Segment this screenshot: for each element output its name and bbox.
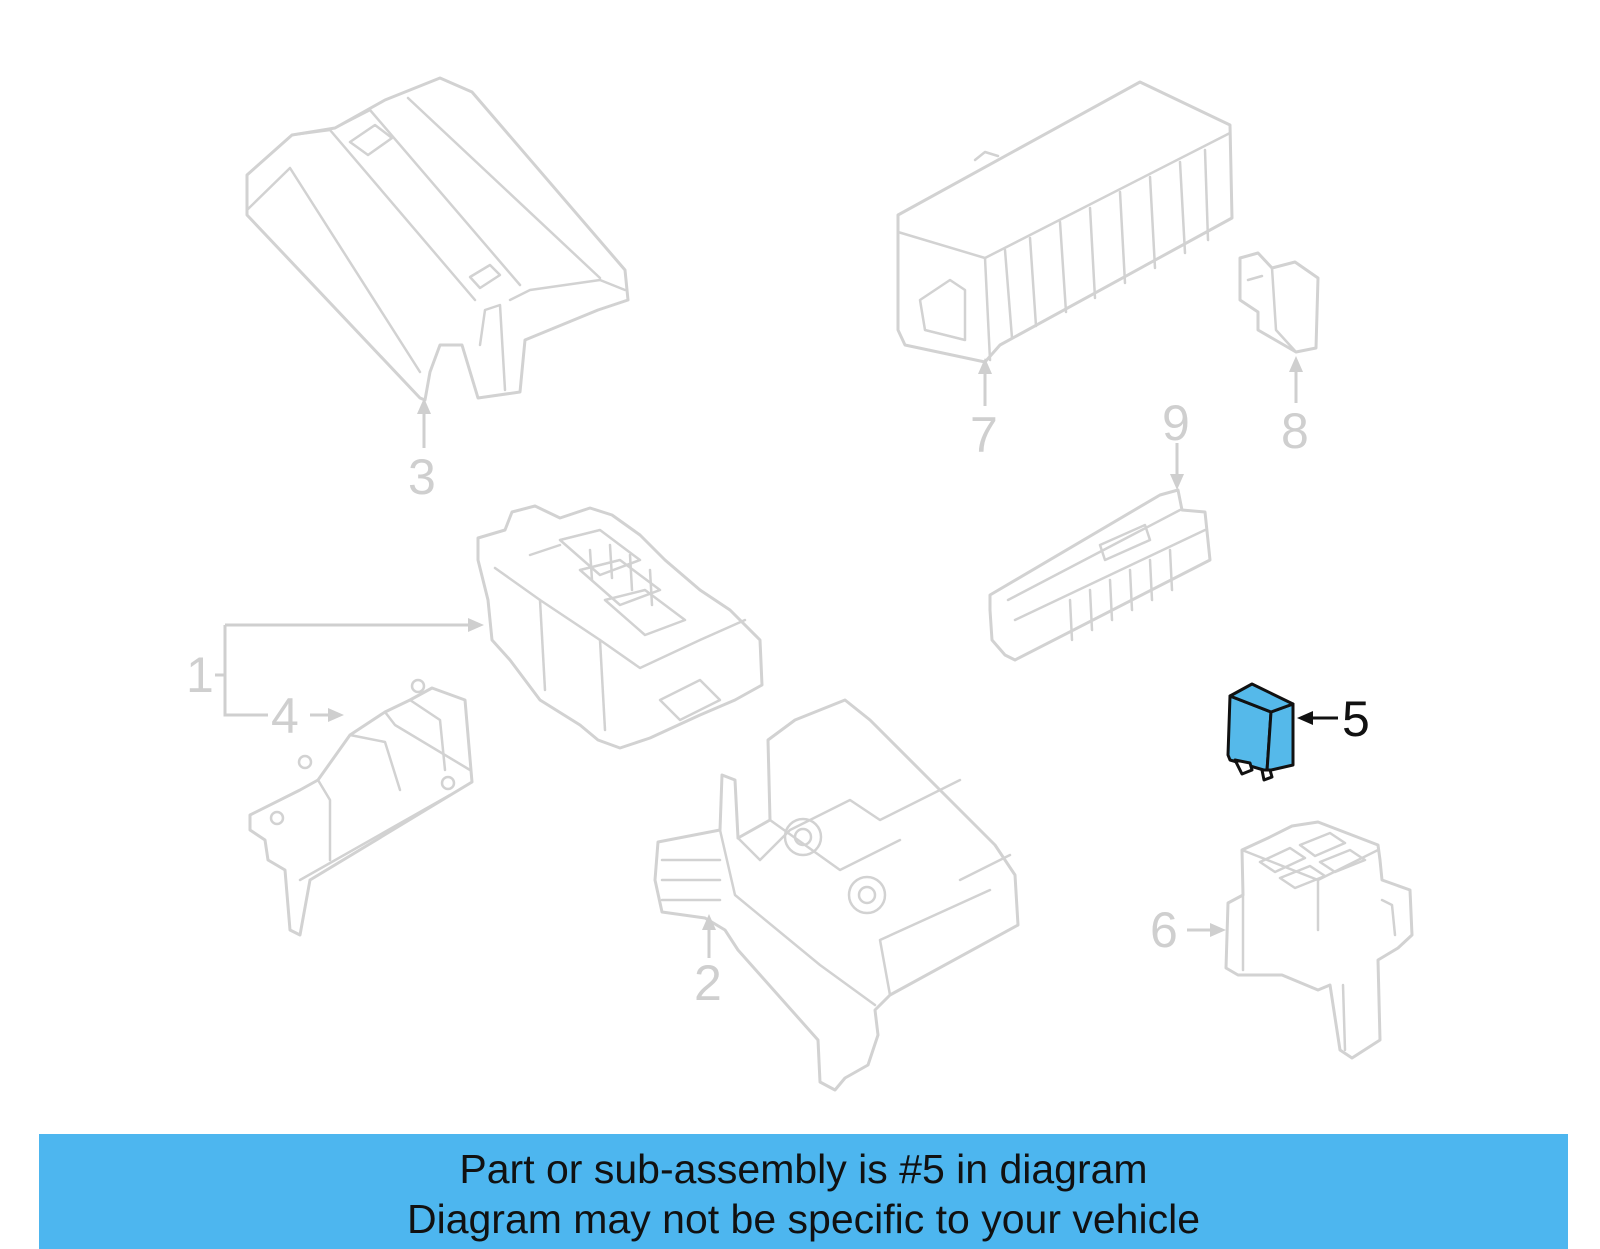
label-part-4: 4 xyxy=(271,688,299,744)
leader-lines xyxy=(215,356,1338,958)
label-part-7: 7 xyxy=(970,407,998,463)
label-part-2: 2 xyxy=(694,955,722,1011)
part-3-cover xyxy=(245,76,630,402)
label-part-3: 3 xyxy=(408,449,436,505)
part-1-relay-box xyxy=(476,504,764,750)
part-4-bracket xyxy=(248,678,474,937)
banner-line-1: Part or sub-assembly is #5 in diagram xyxy=(459,1146,1148,1192)
part-2-base-tray xyxy=(653,698,1020,1092)
banner-line-2: Diagram may not be specific to your vehi… xyxy=(406,1196,1200,1242)
part-7-fuse-block xyxy=(896,80,1234,364)
part-6-connector xyxy=(1224,820,1414,1060)
part-5-relay xyxy=(1226,682,1295,782)
part-8-clip xyxy=(1238,251,1320,354)
label-part-6: 6 xyxy=(1150,902,1178,958)
label-part-1: 1 xyxy=(186,647,214,703)
label-part-9: 9 xyxy=(1162,395,1190,451)
part-9-bracket xyxy=(988,488,1212,662)
callout-labels: 1 2 3 4 5 6 7 8 9 xyxy=(186,395,1370,1011)
label-part-8: 8 xyxy=(1281,403,1309,459)
info-banner: Part or sub-assembly is #5 in diagram Di… xyxy=(39,1134,1568,1249)
label-part-5: 5 xyxy=(1342,691,1370,747)
